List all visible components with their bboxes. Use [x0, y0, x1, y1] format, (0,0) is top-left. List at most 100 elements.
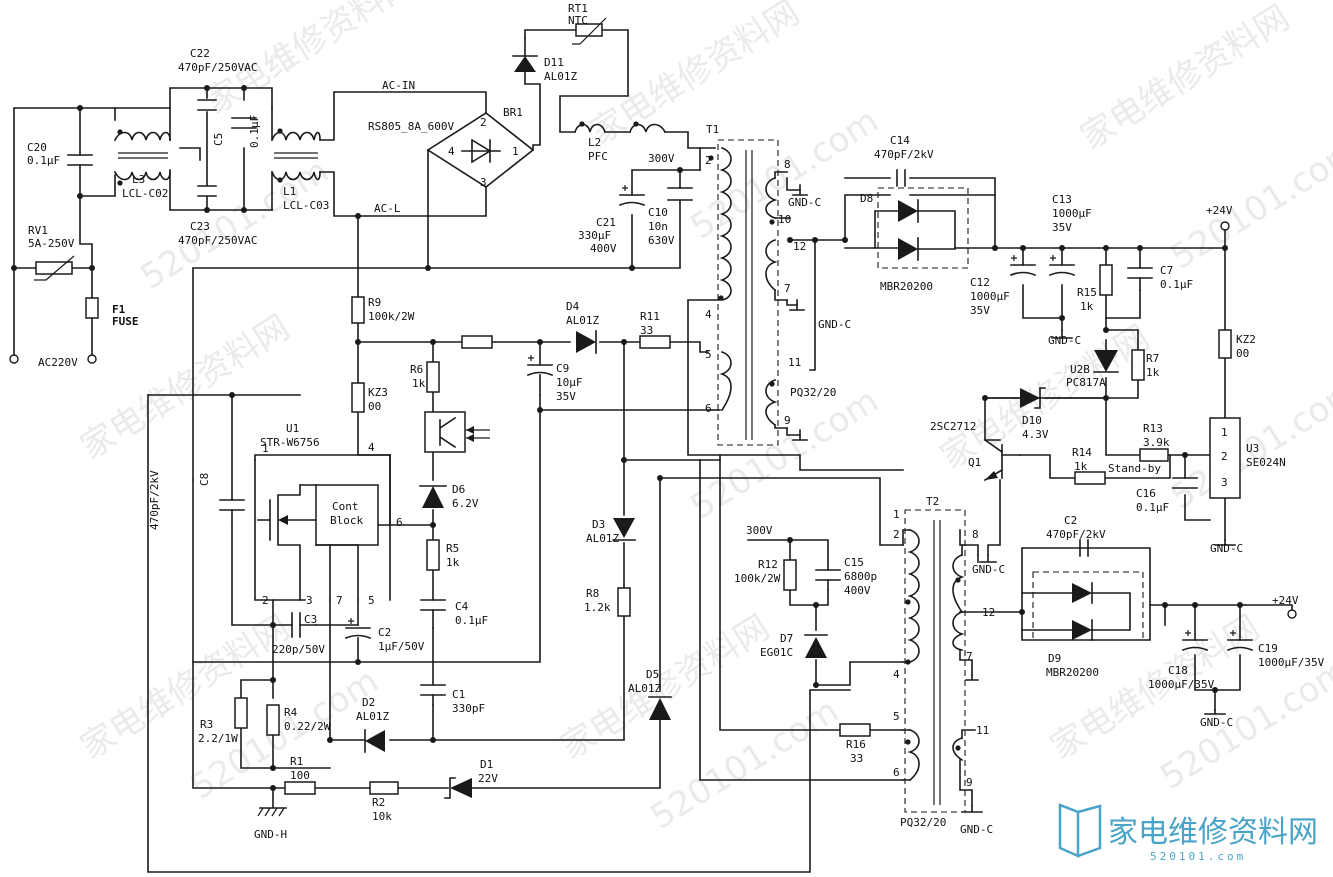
watermark-url: 520101.com: [684, 381, 886, 528]
label-pq3220: PQ32/20: [790, 386, 836, 399]
watermark-layer: 家电维修资料网 家电维修资料网 家电维修资料网 家电维修资料网 家电维修资料网 …: [74, 0, 1333, 838]
label-t1-pin11: 11: [788, 356, 801, 369]
watermark-text: 家电维修资料网: [1074, 0, 1297, 158]
label-t2-pin8: 8: [972, 528, 979, 541]
label-c18-value: 1000μF/35V: [1148, 678, 1215, 691]
label-t2-pin6: 6: [893, 766, 900, 779]
label-c19-value: 1000μF/35V: [1258, 656, 1325, 669]
label-l1-value: LCL-C03: [283, 199, 329, 212]
label-pq3220-b: PQ32/20: [900, 816, 946, 829]
label-r1: R1: [290, 755, 303, 768]
label-ac220v: AC220V: [38, 356, 78, 369]
label-d10: D10: [1022, 414, 1042, 427]
inductor-l2: [574, 121, 667, 134]
label-u1: U1: [286, 422, 299, 435]
label-t2-pin2: 2: [893, 528, 900, 541]
label-u1-pin4: 4: [368, 441, 375, 454]
resistor-r13: [1139, 448, 1169, 462]
label-c10-value2: 630V: [648, 234, 675, 247]
capacitor-c15: [815, 569, 841, 591]
label-ac-in: AC-IN: [382, 79, 415, 92]
label-rv1-value: 5A-250V: [28, 237, 75, 250]
label-u2b-value: PC817A: [1066, 376, 1106, 389]
label-t2-pin9: 9: [966, 776, 973, 789]
capacitor-c19: [1226, 630, 1254, 652]
capacitor-c1: [420, 684, 446, 706]
watermark-url: 520101.com: [134, 151, 336, 298]
terminals: [9, 221, 1297, 619]
label-d2: D2: [362, 696, 375, 709]
label-u1-pin5: 5: [368, 594, 375, 607]
watermark-url: 520101.com: [644, 691, 846, 838]
label-c8: C8: [198, 473, 211, 486]
label-cont-block-1: Cont: [332, 500, 359, 513]
label-d11: D11: [544, 56, 564, 69]
label-c15-value1: 6800p: [844, 570, 877, 583]
zener-d1: [444, 777, 472, 799]
book-icon: [1058, 803, 1102, 858]
diode-d7: [804, 634, 828, 658]
capacitor-c23: [197, 185, 217, 197]
label-c3: C3: [304, 613, 317, 626]
label-d8: D8: [860, 192, 873, 205]
label-f1: F1: [112, 303, 126, 316]
label-l2: L2: [588, 136, 601, 149]
label-c10-value1: 10n: [648, 220, 668, 233]
label-300v: 300V: [648, 152, 675, 165]
brand-logo: 家电维修资料网 520101.com: [1058, 803, 1318, 863]
zener-d6: [419, 485, 447, 508]
resistor-r5: [426, 539, 440, 571]
label-l3: L3: [132, 173, 145, 186]
label-d11-value: AL01Z: [544, 70, 577, 83]
label-c14-value: 470pF/2kV: [874, 148, 934, 161]
label-r1-value: 100: [290, 769, 310, 782]
label-c13-value2: 35V: [1052, 221, 1072, 234]
label-c16-value: 0.1μF: [1136, 501, 1169, 514]
optocoupler-u2a: [424, 411, 490, 453]
zener-d10: [1020, 387, 1046, 409]
capacitor-c18: [1181, 630, 1209, 652]
label-d4: D4: [566, 300, 580, 313]
label-t1-pin12: 12: [793, 240, 806, 253]
label-plus24v-b: +24V: [1272, 594, 1299, 607]
label-r8: R8: [586, 587, 599, 600]
label-r6: R6: [410, 363, 423, 376]
resistor-series: [461, 335, 493, 349]
resistor-r14: [1074, 471, 1106, 485]
label-d9-value: MBR20200: [1046, 666, 1099, 679]
label-c19: C19: [1258, 642, 1278, 655]
capacitor-c21: [618, 185, 646, 207]
optocoupler-u2b: [1093, 350, 1119, 373]
label-c15-value2: 400V: [844, 584, 871, 597]
label-c5-value: 0.1μF: [248, 115, 261, 148]
label-t1-pin7: 7: [784, 282, 791, 295]
inductor-l3: [113, 129, 171, 186]
label-c13: C13: [1052, 193, 1072, 206]
label-c10: C10: [648, 206, 668, 219]
label-u3-pin1: 1: [1221, 426, 1228, 439]
label-cont-block-2: Block: [330, 514, 363, 527]
label-c20: C20: [27, 141, 47, 154]
diode-d3: [612, 518, 636, 541]
label-c13-value1: 1000μF: [1052, 207, 1092, 220]
label-r7: R7: [1146, 352, 1159, 365]
label-r5: R5: [446, 542, 459, 555]
label-c15: C15: [844, 556, 864, 569]
label-gnd-c: GND-C: [1048, 334, 1081, 347]
labels: C20 0.1μF RV1 5A-250V F1 FUSE AC220V C22…: [27, 2, 1325, 841]
label-c2-primary: C2: [378, 626, 391, 639]
label-c22-value: 470pF/250VAC: [178, 61, 257, 74]
wiring: [13, 29, 1293, 873]
watermark-url: 520101.com: [1164, 131, 1333, 278]
label-c9-value1: 10μF: [556, 376, 583, 389]
label-c5: C5: [212, 133, 225, 146]
label-r8-value: 1.2k: [584, 601, 611, 614]
label-kz3-value: 00: [368, 400, 381, 413]
label-c9: C9: [556, 362, 569, 375]
components: [9, 17, 1297, 817]
label-t1-pin10: 10: [778, 213, 791, 226]
label-br-pin1: 1: [512, 145, 519, 158]
label-l3-value: LCL-C02: [122, 187, 168, 200]
thermistor-rt1: [572, 17, 607, 45]
label-c12: C12: [970, 276, 990, 289]
